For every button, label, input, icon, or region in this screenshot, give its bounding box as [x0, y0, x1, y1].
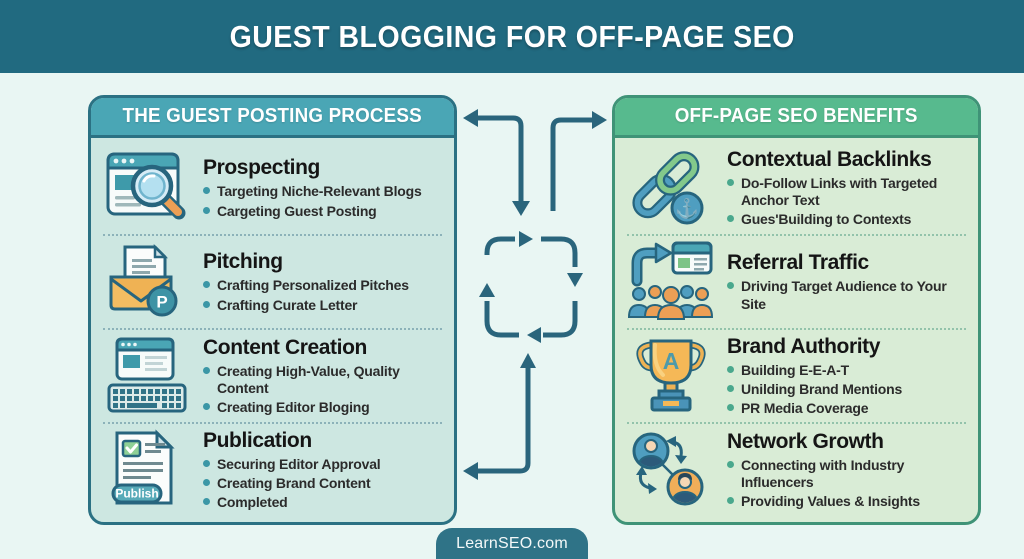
arrow-to-left-panel — [477, 115, 524, 203]
bullet-item: Providing Values & Insights — [727, 493, 968, 510]
arrow-to-right-panel — [550, 117, 593, 211]
browser-keyboard-icon — [101, 335, 193, 417]
bullet-dot — [727, 384, 734, 392]
bullet-dot — [727, 282, 734, 290]
page-title: GUEST BLOGGING FOR OFF-PAGE SEO — [229, 18, 795, 54]
bullet-dot — [203, 187, 210, 195]
flow-arrows — [457, 95, 612, 525]
item-title: Content Creation — [203, 335, 367, 359]
bullet-item: Crafting Personalized Pitches — [203, 277, 444, 294]
cycle-segment-bottom — [543, 301, 578, 338]
item-title: Referral Traffic — [727, 251, 869, 275]
item-title: Contextual Backlinks — [727, 147, 932, 171]
bullet-dot — [203, 366, 210, 374]
bullet-item: Do-Follow Links with Targeted Anchor Tex… — [727, 175, 968, 209]
bullet-item: Building E-E-A-T — [727, 362, 968, 379]
bullet-item: Securing Editor Approval — [203, 456, 444, 473]
svg-text:Publish: Publish — [115, 487, 158, 501]
bullet-dot — [203, 403, 210, 411]
bullet-item: Creating Brand Content — [203, 475, 444, 492]
right-panel-header: OFF-PAGE SEO BENEFITS — [615, 98, 978, 138]
bullet-item: Creating High-Value, Quality Content — [203, 363, 444, 397]
benefit-row-brand-authority: A Brand Authority Building E-E-A-T Unild… — [625, 330, 968, 422]
bullet-item: Gues'Building to Contexts — [727, 211, 968, 228]
left-panel-body: Prospecting Targeting Niche-Relevant Blo… — [91, 138, 454, 522]
envelope-letter-icon: P — [101, 241, 193, 323]
bullet-item: Completed — [203, 494, 444, 511]
row-separator — [627, 422, 966, 424]
item-title: Publication — [203, 428, 312, 452]
cycle-segment-right — [541, 236, 578, 267]
svg-text:⚓: ⚓ — [675, 197, 699, 220]
bullet-item: Connecting with Industry Influencers — [727, 457, 968, 491]
row-separator — [103, 234, 442, 236]
bullet-item: PR Media Coverage — [727, 400, 968, 417]
arrow-return-left — [477, 367, 531, 474]
bullet-dot — [727, 460, 734, 468]
svg-text:A: A — [663, 348, 680, 374]
item-title: Network Growth — [727, 429, 884, 453]
bullet-dot — [727, 215, 734, 223]
bullet-dot — [203, 281, 210, 289]
bullet-item: Crafting Curate Letter — [203, 297, 444, 314]
item-title: Prospecting — [203, 156, 320, 180]
process-row-pitching: P Pitching Crafting Personalized Pitches… — [101, 236, 444, 328]
guest-posting-process-panel: THE GUEST POSTING PROCESS — [88, 95, 457, 525]
row-separator — [627, 234, 966, 236]
bullet-item: Targeting Niche-Relevant Blogs — [203, 183, 444, 200]
chain-links-anchor-icon: ⚓ — [625, 147, 717, 229]
item-title: Brand Authority — [727, 334, 881, 358]
benefit-row-contextual-backlinks: ⚓ Contextual Backlinks Do-Follow Links w… — [625, 142, 968, 234]
cycle-segment-left — [484, 301, 519, 338]
cycle-segment-top — [484, 236, 515, 255]
bullet-dot — [203, 206, 210, 214]
process-row-prospecting: Prospecting Targeting Niche-Relevant Blo… — [101, 142, 444, 234]
bullet-item: Cargeting Guest Posting — [203, 203, 444, 220]
svg-text:P: P — [156, 293, 167, 312]
referral-audience-icon — [625, 241, 717, 323]
browser-search-icon — [101, 147, 193, 229]
site-badge: LearnSEO.com — [436, 528, 588, 559]
process-row-content-creation: Content Creation Creating High-Value, Qu… — [101, 330, 444, 422]
bullet-dot — [203, 459, 210, 467]
bullet-dot — [727, 365, 734, 373]
bullet-dot — [203, 498, 210, 506]
bullet-dot — [727, 404, 734, 412]
item-title: Pitching — [203, 250, 283, 274]
process-row-publication: Publish Publication Securing Editor Appr… — [101, 424, 444, 516]
row-separator — [627, 328, 966, 330]
bullet-dot — [727, 497, 734, 505]
benefit-row-referral-traffic: Referral Traffic Driving Target Audience… — [625, 236, 968, 328]
left-panel-header: THE GUEST POSTING PROCESS — [91, 98, 454, 138]
benefit-row-network-growth: Network Growth Connecting with Industry … — [625, 424, 968, 516]
bullet-item: Unilding Brand Mentions — [727, 381, 968, 398]
trophy-icon: A — [625, 335, 717, 417]
bullet-dot — [203, 300, 210, 308]
network-avatars-icon — [625, 429, 717, 511]
off-page-seo-benefits-panel: OFF-PAGE SEO BENEFITS ⚓ — [612, 95, 981, 525]
title-bar: GUEST BLOGGING FOR OFF-PAGE SEO — [0, 0, 1024, 73]
right-panel-body: ⚓ Contextual Backlinks Do-Follow Links w… — [615, 138, 978, 522]
bullet-dot — [203, 478, 210, 486]
bullet-item: Driving Target Audience to Your Site — [727, 278, 968, 312]
row-separator — [103, 422, 442, 424]
row-separator — [103, 328, 442, 330]
bullet-item: Creating Editor Bloging — [203, 399, 444, 416]
document-publish-icon: Publish — [101, 429, 193, 511]
bullet-dot — [727, 178, 734, 186]
